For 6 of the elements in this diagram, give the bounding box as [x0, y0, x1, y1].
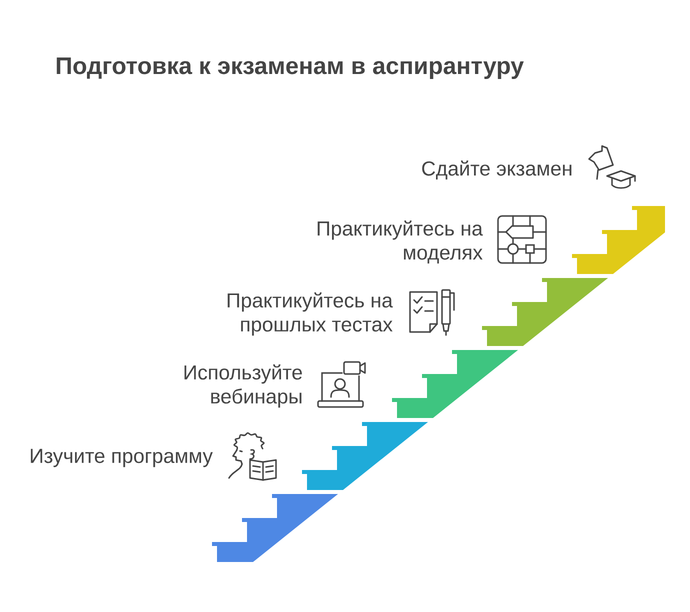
- title: Подготовка к экзаменам в аспирантуру: [56, 57, 524, 79]
- step-label: Практикуйтесь на прошлых тестах: [228, 292, 393, 336]
- step-label: Практикуйтесь на моделях: [318, 220, 483, 264]
- step-label: Сдайте экзамен: [422, 160, 572, 180]
- step-label: Изучите программу: [30, 448, 213, 468]
- step-label: Используйте вебинары: [184, 364, 302, 408]
